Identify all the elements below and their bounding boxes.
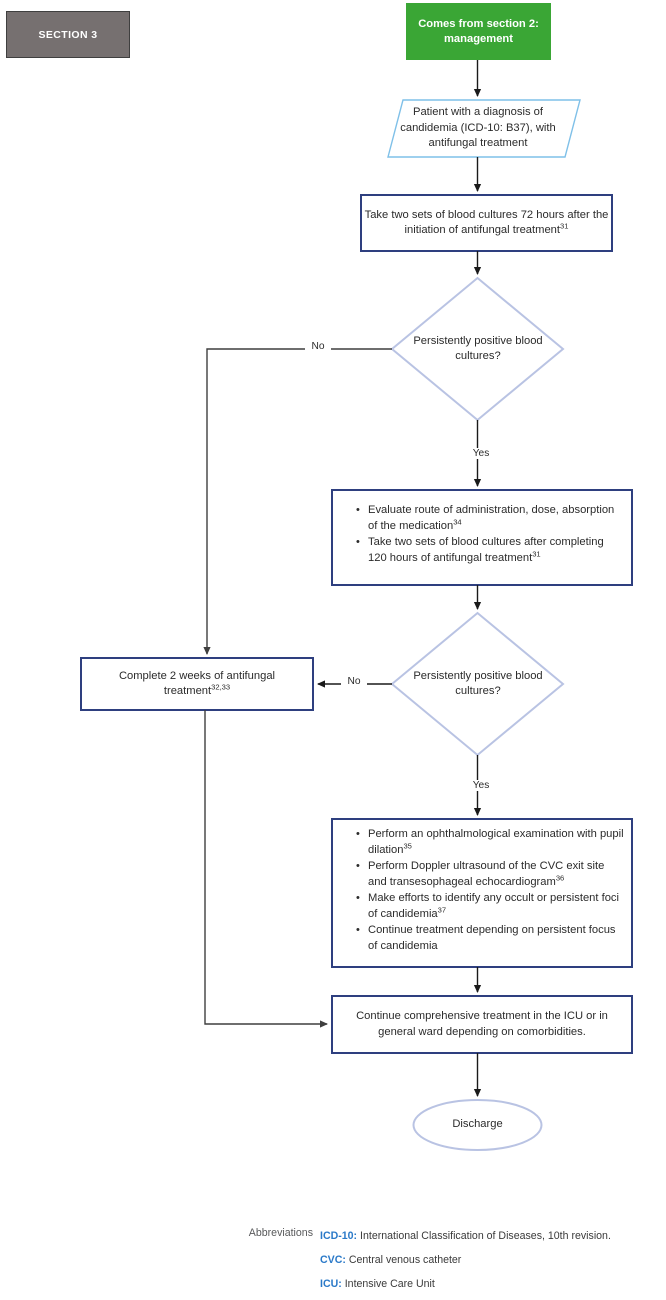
abbreviations-block: Abbreviations ICD-10: International Clas… — [200, 1224, 666, 1296]
node-cultures-72h-label: Take two sets of blood cultures 72 hours… — [364, 208, 609, 237]
node-discharge-label: Discharge — [452, 1118, 503, 1131]
edge-label-decision2-yes: Yes — [467, 780, 495, 791]
abbreviation-key: CVC: — [320, 1254, 346, 1266]
abbreviation-value: Central venous catheter — [348, 1254, 462, 1266]
node-start-comes-from-section-2: Comes from section 2: management — [406, 3, 551, 60]
node-decision-1-label: Persistently positive blood cultures? — [413, 334, 543, 363]
abbreviation-value: Intensive Care Unit — [344, 1278, 435, 1290]
node-continue-treatment-label: Continue comprehensive treatment in the … — [356, 1010, 608, 1038]
abbreviations-label: Abbreviations — [248, 1227, 313, 1239]
ref-superscript: 32,33 — [211, 682, 231, 692]
list-item: Make efforts to identify any occult or p… — [356, 891, 624, 922]
node-workup-box: Perform an ophthalmological examination … — [338, 827, 628, 955]
shape-patient-parallelogram — [387, 99, 581, 158]
evaluate-bullet-list: Evaluate route of administration, dose, … — [338, 503, 628, 566]
node-decision-2-label: Persistently positive blood cultures? — [413, 669, 543, 698]
node-complete-2-weeks-label: Complete 2 weeks of antifungal treatment… — [118, 669, 276, 698]
shape-complete2weeks-box — [80, 657, 314, 711]
abbreviation-row: CVC: Central venous catheter — [320, 1248, 666, 1272]
edge-label-decision2-no: No — [341, 676, 367, 687]
ref-superscript: 31 — [532, 548, 541, 558]
list-item: Take two sets of blood cultures after co… — [356, 535, 624, 566]
shape-discharge-ellipse — [412, 1099, 543, 1151]
list-item: Perform an ophthalmological examination … — [356, 827, 624, 858]
edge-complete2weeks-to-continue — [204, 710, 328, 1028]
abbreviation-row: ICU: Intensive Care Unit — [320, 1272, 666, 1296]
section-chip: SECTION 3 — [6, 11, 130, 58]
ref-superscript: 36 — [555, 872, 565, 882]
abbreviation-key: ICD-10: — [320, 1230, 358, 1242]
abbreviation-key: ICU: — [320, 1278, 342, 1290]
list-item: Perform Doppler ultrasound of the CVC ex… — [356, 859, 624, 890]
abbreviation-value: International Classification of Diseases… — [360, 1230, 611, 1242]
ref-superscript: 34 — [453, 516, 462, 526]
workup-bullet-list: Perform an ophthalmological examination … — [338, 827, 628, 954]
ref-superscript: 37 — [437, 904, 447, 914]
shape-continue-box — [331, 995, 633, 1054]
list-item: Continue treatment depending on persiste… — [356, 923, 624, 954]
ref-superscript: 35 — [403, 840, 412, 850]
ref-superscript: 31 — [560, 221, 569, 231]
edge-label-decision1-no: No — [305, 341, 331, 352]
list-item: Evaluate route of administration, dose, … — [356, 503, 624, 534]
node-patient-diagnosis-label: Patient with a diagnosis of candidemia (… — [400, 106, 556, 150]
shape-cultures72-box — [360, 194, 613, 252]
node-evaluate-box: Evaluate route of administration, dose, … — [338, 503, 628, 567]
abbreviation-row: ICD-10: International Classification of … — [320, 1224, 666, 1248]
edge-label-decision1-yes: Yes — [467, 448, 495, 459]
